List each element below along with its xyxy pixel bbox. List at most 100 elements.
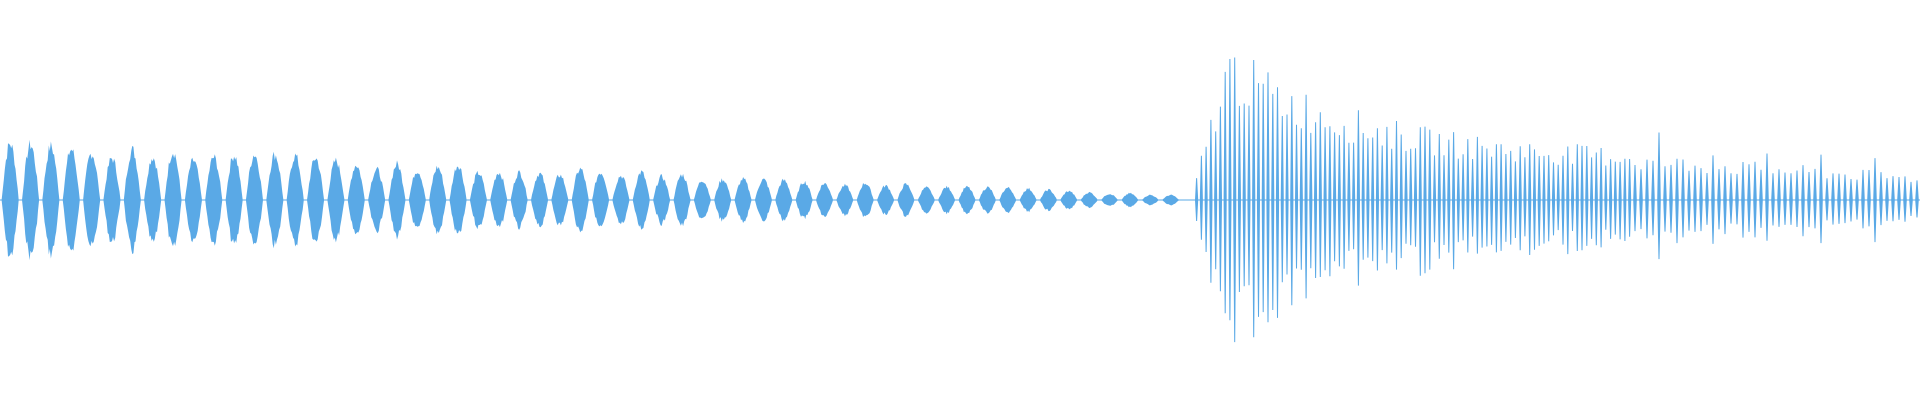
waveform-oscillation [1485,148,1489,247]
waveform-oscillation [1409,148,1413,246]
waveform-oscillation [1861,169,1865,229]
waveform-oscillation [1705,172,1709,225]
waveform-oscillation [1299,128,1303,270]
waveform-oscillation [1466,139,1470,253]
waveform-oscillation [1551,162,1556,236]
waveform-oscillation [1280,115,1284,283]
waveform-oscillation [1879,172,1883,226]
waveform-oscillation [1575,144,1579,252]
waveform-oscillation [1494,144,1499,253]
waveform-oscillation [1843,174,1847,224]
waveform-oscillation [1518,146,1522,251]
waveform-oscillation [1570,163,1575,232]
waveform-oscillation [1228,58,1232,321]
waveform-oscillation [1891,176,1895,222]
waveform-oscillation [1717,169,1721,230]
waveform-oscillation [1418,127,1422,276]
waveform-oscillation [1399,134,1403,259]
waveform-oscillation [1909,181,1913,217]
waveform-oscillation [1337,135,1341,267]
waveform-oscillation [1380,145,1384,251]
waveform-oscillation [1801,165,1805,237]
waveform-oscillation [1199,155,1203,240]
waveform-oscillation [1897,176,1901,220]
waveform-oscillation [1475,136,1479,254]
waveform-oscillation [1693,165,1697,232]
waveform-oscillation [1366,138,1370,258]
waveform-oscillation [1447,139,1451,253]
waveform-oscillation [1204,146,1208,253]
waveform-oscillation [1759,169,1763,228]
waveform-oscillation [1318,112,1322,278]
waveform-oscillation [1837,173,1841,224]
waveform-segment-sustained-tail [1633,132,1919,260]
waveform-oscillation [1290,96,1294,306]
waveform-oscillation [1275,87,1280,318]
waveform-oscillation [1523,157,1527,237]
waveform-oscillation [1903,176,1907,222]
waveform-oscillation [1404,150,1408,244]
waveform-oscillation [1556,164,1560,231]
waveform-oscillation [1332,132,1337,262]
waveform-oscillation [1209,119,1213,283]
waveform-oscillation [1385,126,1389,264]
waveform-oscillation [1375,128,1380,271]
waveform-oscillation [1604,165,1608,230]
waveform-oscillation [1675,158,1679,244]
waveform-oscillation [1432,155,1437,243]
waveform-oscillation [1252,59,1256,338]
waveform-oscillation [1735,173,1739,225]
waveform-oscillation [1309,132,1313,269]
waveform-oscillation [1771,173,1775,226]
waveform-oscillation [1831,173,1835,225]
waveform-oscillation [1783,172,1787,225]
waveform-oscillation [1618,161,1622,240]
waveform-oscillation [1237,105,1242,293]
waveform-oscillation [1490,156,1494,245]
waveform-oscillation [1294,124,1299,269]
waveform-oscillation [1613,161,1617,235]
waveform-oscillation [1594,152,1598,246]
waveform-oscillation [1480,145,1484,248]
waveform-oscillation [1504,153,1508,242]
waveform-oscillation [1657,132,1661,260]
waveform-oscillation [1328,126,1332,277]
waveform-oscillation [1390,148,1394,253]
waveform-oscillation [1795,170,1799,228]
waveform-oscillation [1470,158,1475,237]
waveform-oscillation [1645,159,1649,239]
waveform-oscillation [1777,169,1781,227]
waveform-oscillation [1747,164,1751,232]
waveform-oscillation [1266,72,1270,323]
waveform-oscillation [1361,132,1365,260]
waveform-oscillation [1651,160,1655,236]
waveform-oscillation [1608,159,1613,239]
waveform-oscillation [1437,133,1441,259]
waveform-trace [0,57,1920,343]
waveform-oscillation [1915,180,1919,218]
waveform-oscillation [1413,148,1418,247]
waveform-oscillation [1347,142,1351,251]
waveform-oscillation [1633,164,1637,232]
waveform-oscillation [1599,147,1603,248]
waveform-oscillation [1271,93,1275,311]
waveform-oscillation [1499,144,1503,251]
waveform-oscillation [1323,127,1327,271]
waveform-oscillation [1461,154,1465,241]
waveform-oscillation [1789,173,1793,225]
waveform-oscillation [1663,166,1667,232]
waveform-oscillation [1394,120,1399,270]
waveform-oscillation [1356,110,1361,286]
waveform-oscillation [1639,169,1643,230]
waveform-oscillation [1247,105,1251,286]
waveform-oscillation [1242,103,1246,287]
waveform-oscillation [1729,173,1733,224]
waveform-oscillation [1509,150,1513,245]
waveform-oscillation [1765,153,1769,241]
waveform-oscillation [1223,71,1227,314]
waveform-oscillation [1580,145,1584,251]
waveform-oscillation [1304,94,1308,299]
waveform-oscillation [1261,83,1265,313]
